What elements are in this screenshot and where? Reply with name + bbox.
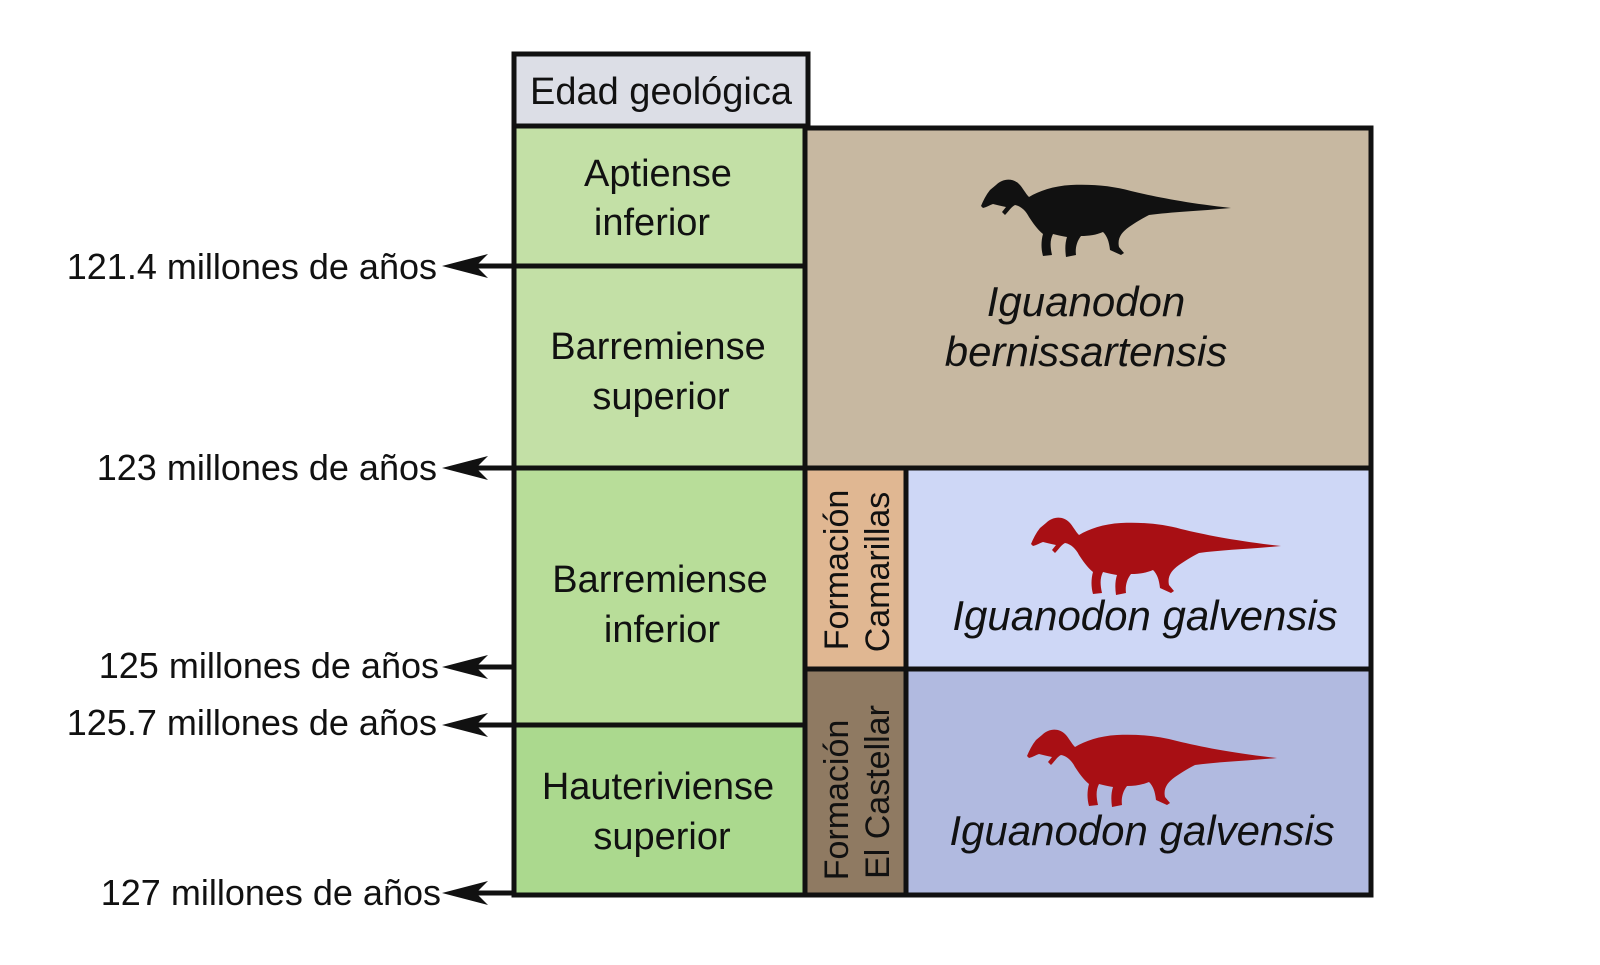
age-label: 125 millones de años: [99, 645, 439, 686]
age-labels: 121.4 millones de años 123 millones de a…: [67, 246, 441, 913]
stage-barremiense-inferior: [514, 468, 805, 725]
arrow-left-icon: [442, 655, 488, 679]
species-label: Iguanodon galvensis: [952, 592, 1337, 639]
header-box: Edad geológica: [514, 54, 808, 126]
formation-camarillas: Formación Camarillas: [805, 468, 906, 669]
arrow-left-icon: [442, 881, 488, 905]
species-box-bernissartensis: Iguanodon bernissartensis: [805, 128, 1371, 468]
stage-aptiense-inferior: [514, 126, 805, 266]
stage-label: Barremiense: [552, 559, 767, 601]
formation-el-castellar: Formación El Castellar: [805, 669, 906, 895]
stage-hauteriviense-superior: [514, 725, 805, 895]
formation-label: El Castellar: [859, 705, 897, 879]
arrow-left-icon: [442, 456, 488, 480]
diagram-borders: [511, 51, 1374, 898]
arrow-left-icon: [442, 254, 488, 278]
header-background: [514, 54, 808, 126]
stage-label: Hauteriviense: [542, 766, 774, 808]
age-markers: [442, 254, 514, 905]
species-background: [805, 128, 1371, 468]
age-label: 125.7 millones de años: [67, 702, 437, 743]
species-box-galvensis-castellar: Iguanodon galvensis: [906, 669, 1371, 895]
age-label: 127 millones de años: [101, 872, 441, 913]
arrow-left-icon: [442, 713, 488, 737]
stage-label: inferior: [604, 609, 720, 651]
header-label: Edad geológica: [530, 71, 793, 113]
species-label: bernissartensis: [945, 328, 1227, 375]
stage-barremiense-superior: [514, 266, 805, 468]
stage-label: superior: [592, 376, 730, 418]
formation-background: [805, 669, 906, 895]
species-label: Iguanodon: [987, 278, 1186, 325]
formation-label: Formación: [818, 490, 856, 651]
age-label: 121.4 millones de años: [67, 246, 437, 287]
stage-label: inferior: [594, 202, 710, 244]
species-box-galvensis-camarillas: Iguanodon galvensis: [906, 468, 1371, 669]
stage-label: superior: [593, 816, 731, 858]
stage-label: Barremiense: [550, 326, 765, 368]
species-border: [802, 666, 1374, 898]
stage-label: Aptiense: [584, 153, 732, 195]
age-label: 123 millones de años: [97, 447, 437, 488]
formation-label: Camarillas: [859, 492, 897, 653]
species-label: Iguanodon galvensis: [949, 807, 1334, 854]
formation-label: Formación: [818, 720, 856, 881]
formation-background: [805, 468, 906, 669]
stage-column: Aptiense inferior Barremiense superior B…: [514, 126, 805, 895]
